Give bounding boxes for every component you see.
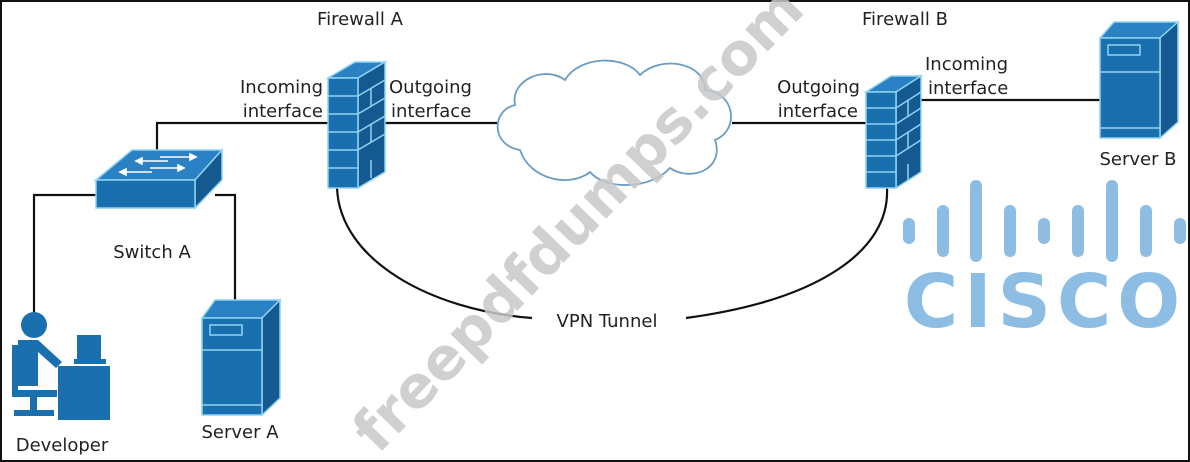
vpn-tunnel-right (685, 187, 889, 320)
cisco-logo: CISCO (903, 180, 1186, 345)
firewall-b-icon (863, 74, 924, 190)
link-switch-developer (32, 193, 96, 312)
server-b-label: Server B (1099, 149, 1176, 170)
cisco-logo-text: CISCO (904, 259, 1186, 345)
switch-a-icon (93, 148, 224, 210)
developer-icon (12, 312, 110, 420)
fw-b-incoming-line1: Incoming (925, 54, 1008, 75)
firewall-b-label: Firewall B (862, 9, 948, 30)
firewall-a-icon (325, 60, 388, 190)
fw-a-outgoing-line1: Outgoing (389, 77, 472, 98)
fw-b-outgoing-line2: interface (778, 101, 858, 122)
vpn-tunnel-label: VPN Tunnel (557, 311, 658, 332)
developer-label: Developer (16, 435, 109, 456)
fw-a-incoming-line2: interface (243, 101, 323, 122)
link-switch-firewall-a (155, 121, 328, 150)
firewall-a-label: Firewall A (317, 9, 404, 30)
fw-a-incoming-line1: Incoming (240, 77, 323, 98)
vpn-tunnel-left (335, 187, 533, 320)
link-switch-server-a (215, 193, 237, 300)
fw-b-outgoing-line1: Outgoing (777, 77, 860, 98)
internet-cloud-icon (496, 59, 732, 186)
fw-a-outgoing-line2: interface (391, 101, 471, 122)
fw-b-incoming-line2: interface (928, 78, 1008, 99)
server-a-label: Server A (201, 422, 279, 443)
switch-a-label: Switch A (113, 242, 191, 263)
server-a-icon (200, 298, 282, 417)
server-b-icon (1098, 20, 1180, 140)
